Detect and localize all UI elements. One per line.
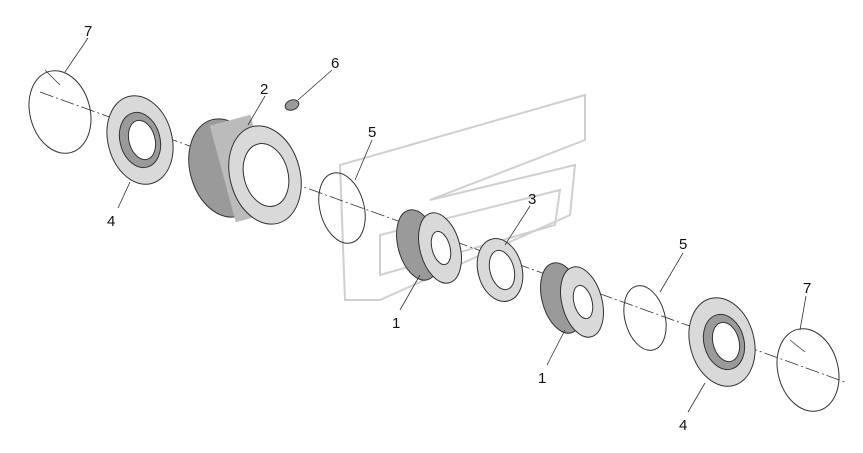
callout-5-right: 5 [679,236,687,253]
part-1-gear-left [396,209,462,284]
callout-7-right: 7 [803,280,811,297]
part-4-seal-cup-right [688,297,756,387]
callout-4-right: 4 [679,417,687,434]
callout-1-right: 1 [538,370,546,387]
callout-1-left: 1 [392,315,400,332]
part-5-circlip-left [318,172,366,244]
part-4-seal-cup-left [106,95,174,185]
part-7-wire-ring-right [776,328,840,412]
callout-4-left: 4 [107,213,115,230]
watermark-logo [338,93,586,301]
part-5-circlip-right [623,285,667,351]
part-3-spacer-ring [476,238,524,302]
part-7-wire-ring-left [28,69,92,154]
callout-5-left: 5 [368,124,376,141]
part-1-gear-right [540,262,604,338]
callout-3: 3 [528,191,536,208]
part-6-plug [284,99,300,111]
callout-6: 6 [331,55,339,72]
leader-lines [64,37,807,413]
callout-2: 2 [260,81,268,98]
part-2-needle-bearing [188,114,302,225]
callout-7-left: 7 [84,23,92,40]
